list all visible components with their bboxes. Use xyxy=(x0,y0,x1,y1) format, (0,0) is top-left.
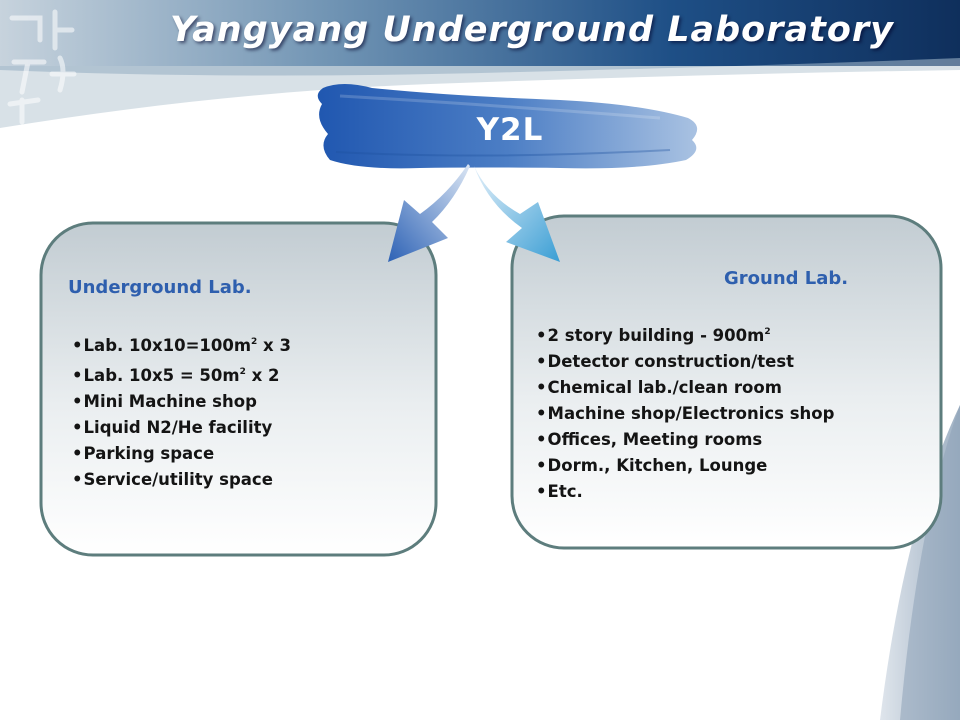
left-arrow-shape xyxy=(388,164,470,262)
underground-lab-item: Liquid N2/He facility xyxy=(72,415,291,441)
header-band xyxy=(0,0,960,66)
brush-stroke-shape xyxy=(317,84,698,169)
ground-lab-item: 2 story building - 900m2 xyxy=(536,319,834,349)
ground-lab-heading: Ground Lab. xyxy=(724,268,849,289)
calligraphy-decoration xyxy=(7,9,77,125)
ground-lab-item: Etc. xyxy=(536,479,834,505)
underground-lab-heading: Underground Lab. xyxy=(68,277,252,298)
ground-lab-item: Dorm., Kitchen, Lounge xyxy=(536,453,834,479)
ground-lab-item: Chemical lab./clean room xyxy=(536,375,834,401)
header-swoosh xyxy=(0,66,960,128)
ground-lab-list: 2 story building - 900m2 Detector constr… xyxy=(536,319,835,505)
ground-lab-item: Offices, Meeting rooms xyxy=(536,427,834,453)
underground-lab-list: Lab. 10x10=100m2 x 3 Lab. 10x5 = 50m2 x … xyxy=(72,329,291,493)
y2l-label: Y2L xyxy=(476,112,544,148)
underground-lab-item: Lab. 10x10=100m2 x 3 xyxy=(72,329,291,359)
ground-lab-item: Machine shop/Electronics shop xyxy=(536,401,835,427)
underground-lab-item: Mini Machine shop xyxy=(72,389,291,415)
right-arrow-shape xyxy=(474,166,560,262)
slide-title: Yangyang Underground Laboratory xyxy=(170,10,894,50)
underground-lab-item: Lab. 10x5 = 50m2 x 2 xyxy=(72,359,291,389)
underground-lab-item: Service/utility space xyxy=(72,467,291,493)
ground-lab-item: Detector construction/test xyxy=(536,349,834,375)
underground-lab-item: Parking space xyxy=(72,441,291,467)
